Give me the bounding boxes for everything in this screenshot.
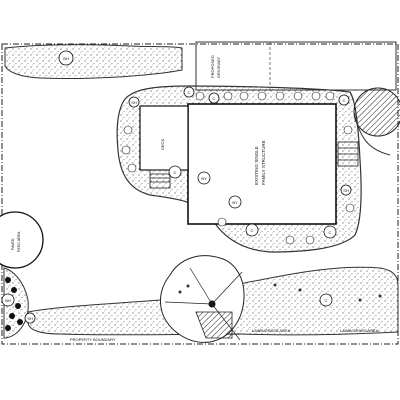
svg-text:C: C [174, 170, 177, 175]
house-label-1: EXISTING SINGLE [254, 146, 259, 185]
svg-text:C: C [213, 96, 216, 101]
paved-patio: PAVED PATIO AREA [0, 211, 44, 269]
svg-text:C: C [343, 98, 346, 103]
svg-text:BY: BY [232, 200, 238, 205]
plant-tag-group: BH C C C SH C BY BY C C SH BH C SH [1, 50, 352, 324]
svg-text:BY: BY [201, 176, 207, 181]
proposed-driveway [195, 41, 397, 91]
house-label-2: FAMILY STRUCTURE [261, 140, 266, 185]
svg-text:C: C [329, 230, 332, 235]
proposed-label-1: PROPOSED [210, 55, 215, 78]
deck [139, 105, 189, 171]
svg-text:BH: BH [63, 56, 69, 61]
property-boundary [1, 43, 399, 345]
svg-text:SH: SH [131, 100, 137, 105]
side-steps [337, 141, 359, 167]
svg-text:SH: SH [27, 316, 33, 321]
svg-text:C: C [251, 228, 254, 233]
tree-canopy-bottom [159, 255, 245, 343]
shrub-row [121, 91, 355, 245]
svg-text:BH: BH [5, 298, 11, 303]
proposed-label-2: DRIVEWAY [216, 57, 221, 78]
svg-text:C: C [188, 90, 191, 95]
lawn-label-1: LAWN/GRASS AREA [252, 328, 291, 333]
existing-structure [187, 103, 337, 225]
tree-canopy-top-right [353, 87, 400, 156]
patio-label-1: PAVED [11, 238, 15, 250]
top-planting-bed [4, 44, 183, 80]
property-line-label: PROPERTY BOUNDARY [70, 337, 116, 342]
deck-steps [149, 169, 171, 189]
stone-dots [178, 283, 382, 302]
lawn-label-2: LAWN/GRASS AREA [340, 328, 379, 333]
svg-text:C: C [325, 298, 328, 303]
patio-label-2: PATIO AREA [17, 231, 21, 252]
svg-text:SH: SH [343, 188, 349, 193]
deck-label: DECK [160, 139, 165, 150]
